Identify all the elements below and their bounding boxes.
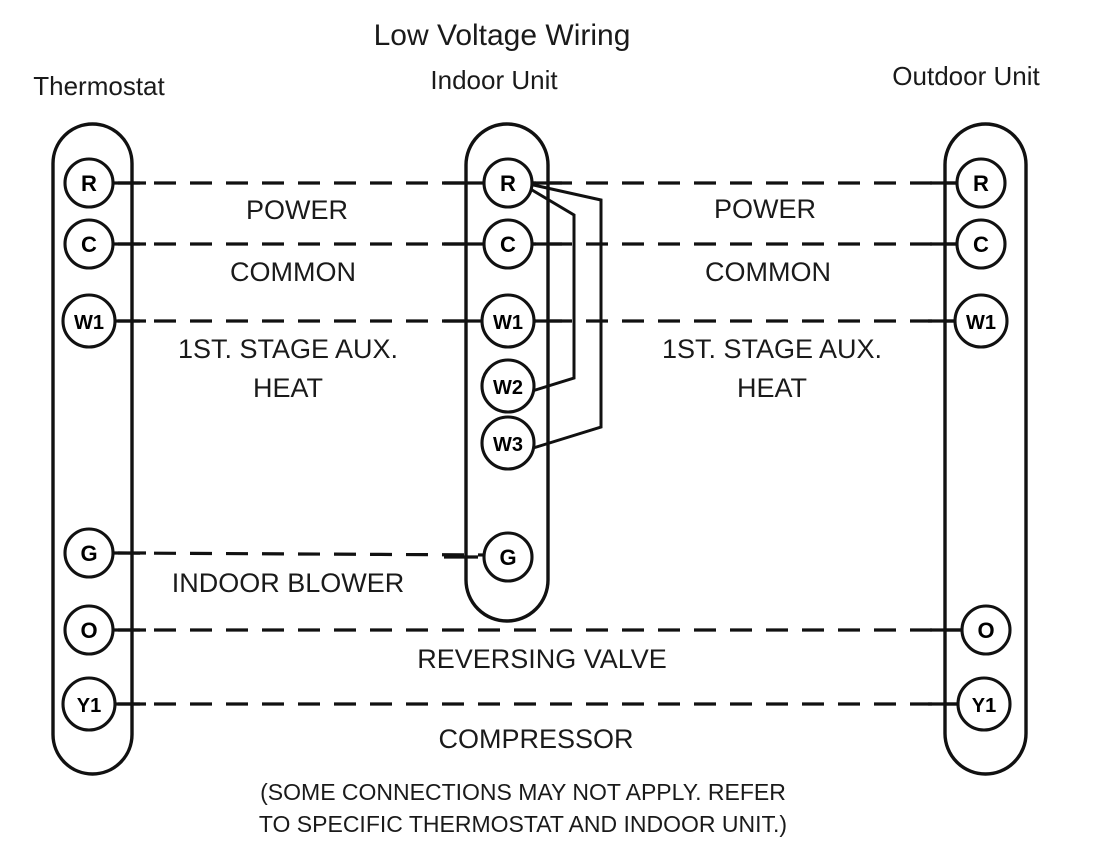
terminal-label: G (499, 545, 516, 570)
terminal-indoor-r[interactable]: R (482, 157, 534, 209)
terminal-label: W2 (493, 377, 523, 399)
terminal-label: G (80, 541, 97, 566)
terminal-outdoor-r[interactable]: R (955, 157, 1007, 209)
terminal-label: Y1 (972, 695, 996, 717)
label-common-right: COMMON (705, 257, 831, 287)
terminal-label: O (977, 618, 994, 643)
terminal-label: Y1 (77, 695, 101, 717)
terminal-indoor-c[interactable]: C (482, 218, 534, 270)
terminal-outdoor-c[interactable]: C (955, 218, 1007, 270)
label-indoor-blower: INDOOR BLOWER (172, 568, 405, 598)
terminal-indoor-g[interactable]: G (482, 531, 534, 583)
label-aux-heat-right-line1: 1ST. STAGE AUX. (662, 334, 882, 364)
jumper-r-to-w2 (526, 185, 576, 394)
terminal-thermostat-o[interactable]: O (63, 604, 115, 656)
terminal-label: W1 (74, 312, 104, 334)
label-aux-heat-left-line2: HEAT (253, 373, 323, 403)
terminal-indoor-w2[interactable]: W2 (480, 358, 536, 414)
terminal-label: C (973, 232, 989, 257)
column-heading-thermostat: Thermostat (33, 71, 165, 101)
terminal-thermostat-c[interactable]: C (63, 218, 115, 270)
terminal-label: W1 (493, 312, 523, 334)
terminal-label: R (81, 171, 97, 196)
column-heading-outdoor: Outdoor Unit (892, 61, 1040, 91)
label-common-left: COMMON (230, 257, 356, 287)
terminal-label: W1 (966, 312, 996, 334)
terminal-thermostat-w1[interactable]: W1 (61, 293, 117, 349)
terminal-label: R (973, 171, 989, 196)
label-reversing-valve: REVERSING VALVE (417, 644, 667, 674)
terminal-label: C (500, 232, 516, 257)
terminal-outdoor-y1[interactable]: Y1 (956, 676, 1012, 732)
label-aux-heat-right-line2: HEAT (737, 373, 807, 403)
page-title: Low Voltage Wiring (374, 19, 631, 52)
label-power-right: POWER (714, 194, 816, 224)
label-compressor: COMPRESSOR (438, 724, 633, 754)
column-heading-indoor: Indoor Unit (430, 65, 558, 95)
footnote-line1: (SOME CONNECTIONS MAY NOT APPLY. REFER (260, 779, 786, 805)
terminal-thermostat-y1[interactable]: Y1 (61, 676, 117, 732)
terminal-indoor-w3[interactable]: W3 (480, 415, 536, 471)
terminal-label: C (81, 232, 97, 257)
terminal-thermostat-r[interactable]: R (63, 157, 115, 209)
terminal-thermostat-g[interactable]: G (63, 527, 115, 579)
wire-indoor-blower (117, 551, 493, 557)
terminal-indoor-w1[interactable]: W1 (480, 293, 536, 349)
terminal-label: W3 (493, 434, 523, 456)
label-power-left: POWER (246, 195, 348, 225)
terminal-outdoor-w1[interactable]: W1 (953, 293, 1009, 349)
footnote-line2: TO SPECIFIC THERMOSTAT AND INDOOR UNIT.) (259, 811, 787, 837)
terminal-outdoor-o[interactable]: O (960, 604, 1012, 656)
terminal-label: R (500, 171, 516, 196)
label-aux-heat-left-line1: 1ST. STAGE AUX. (178, 334, 398, 364)
terminal-label: O (80, 618, 97, 643)
jumper-r-to-w3 (528, 182, 603, 451)
outdoor-unit-box (943, 122, 1028, 776)
